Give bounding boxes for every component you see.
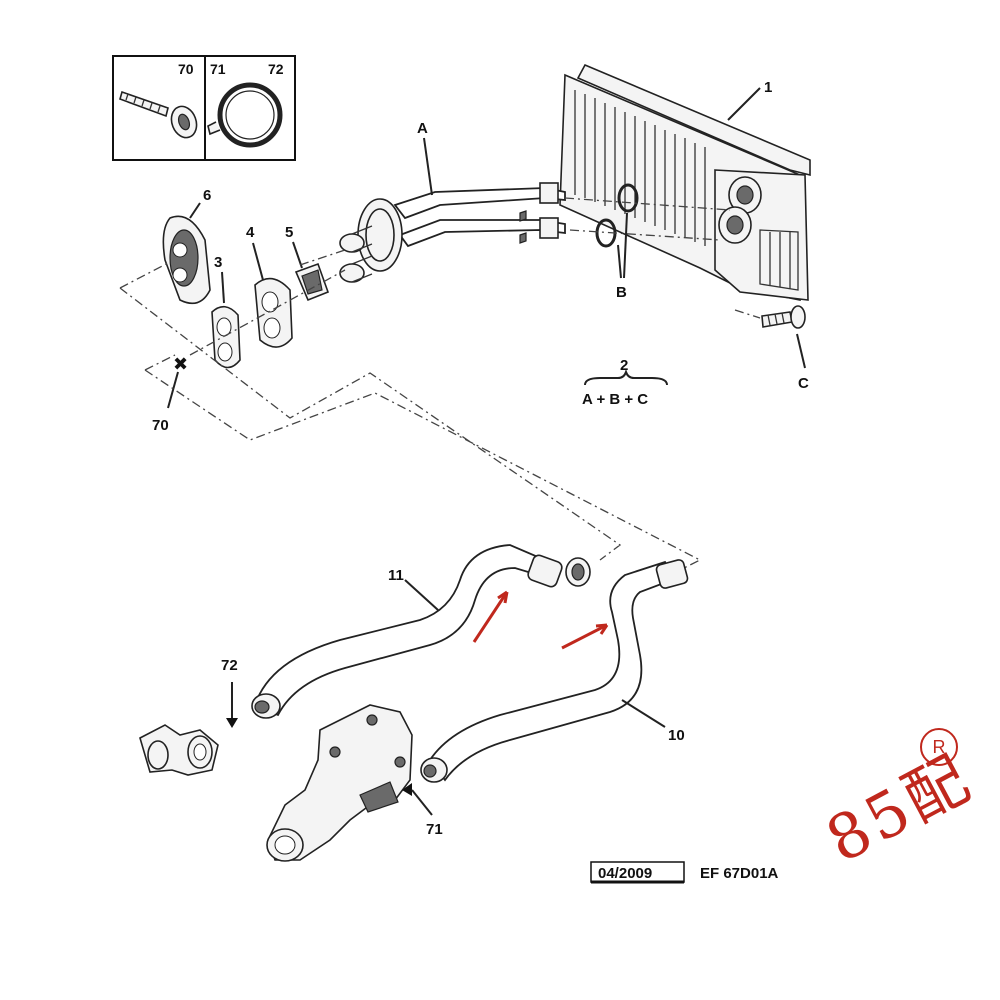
label-6: 6 (203, 187, 211, 204)
registered-mark: R (920, 728, 958, 766)
footer-ref: EF 67D01A (700, 865, 779, 882)
hose-11 (251, 544, 591, 719)
label-4: 4 (246, 224, 255, 241)
annotation-arrow-2 (561, 623, 609, 650)
leader-1 (727, 87, 761, 121)
annotation-arrow-1 (472, 590, 509, 643)
cross-mark-icon: ✖ (173, 354, 188, 375)
label-72: 72 (221, 657, 238, 674)
hose-10 (420, 559, 689, 783)
hose-clamp-icon (207, 82, 283, 148)
legend-label-70: 70 (178, 61, 194, 77)
assembly-guide-lines (119, 249, 702, 571)
arrow-72-icon (226, 718, 238, 728)
gasket-4 (254, 277, 293, 348)
label-A: A (417, 120, 428, 137)
label-kit-formula: A + B + C (582, 391, 648, 408)
label-5: 5 (285, 224, 293, 241)
label-B: B (616, 284, 627, 301)
label-2: 2 (620, 357, 628, 374)
footer-date: 04/2009 (598, 865, 652, 882)
label-3: 3 (214, 254, 222, 271)
legend-label-72: 72 (268, 61, 284, 77)
label-71: 71 (426, 821, 443, 838)
label-11: 11 (388, 567, 404, 584)
kit-brace (584, 368, 668, 386)
label-10: 10 (668, 727, 685, 744)
outlet-flange (139, 724, 219, 776)
screw-C (761, 305, 806, 329)
screw-icon (119, 90, 198, 139)
legend-box: 70 71 72 (112, 55, 296, 161)
label-70: 70 (152, 417, 169, 434)
label-1: 1 (764, 79, 772, 96)
thermostat-housing (266, 704, 413, 862)
assembly-line-core (564, 197, 761, 319)
heater-core (559, 63, 811, 301)
arrow-71-icon (402, 783, 412, 796)
leader-A (423, 137, 433, 196)
diagram-footer: 04/2009 EF 67D01A (590, 861, 779, 884)
pipe-assembly-A (339, 182, 566, 283)
label-C: C (798, 375, 809, 392)
legend-label-71: 71 (210, 61, 226, 77)
clip-5 (294, 262, 330, 302)
seal-6 (162, 215, 211, 305)
gasket-3 (211, 305, 241, 369)
